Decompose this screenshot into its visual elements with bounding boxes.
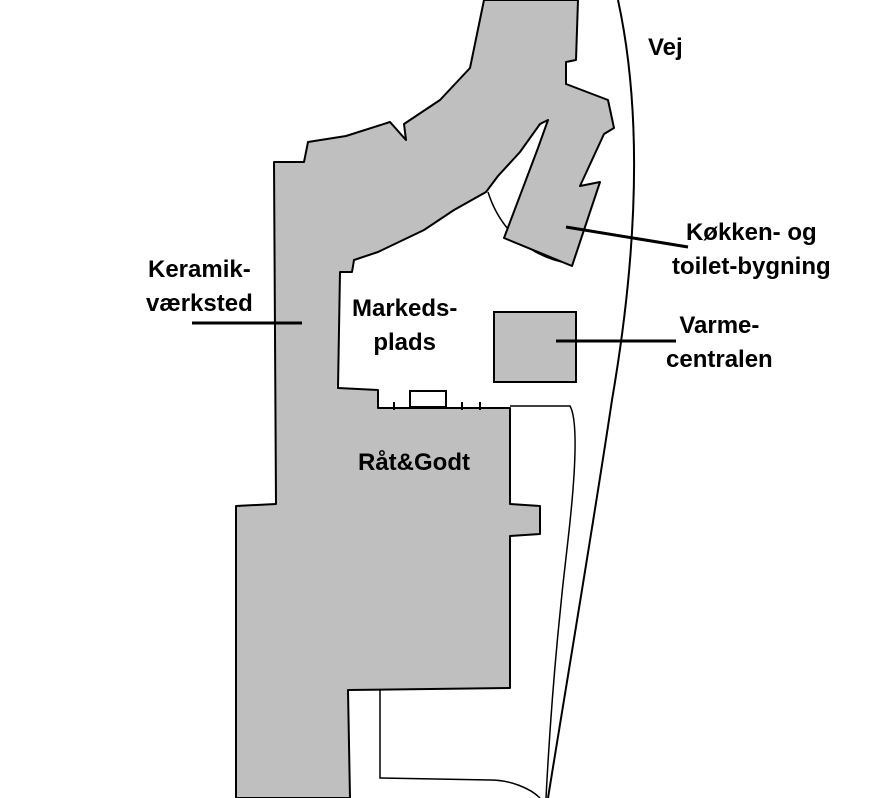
- main-building-shape: [235, 0, 615, 798]
- heating-label-line2: centralen: [666, 346, 773, 373]
- road-outline: [547, 0, 636, 798]
- kitchen-leader-line: [565, 225, 689, 249]
- entrance-bay: [409, 390, 447, 408]
- ceramics-label-line2: værksted: [146, 290, 253, 317]
- heating-label-line1: Varme-: [679, 312, 760, 339]
- road-label: Vej: [648, 31, 683, 65]
- road-label-text: Vej: [648, 34, 683, 61]
- kitchen-toilet-label-line2: toilet-bygning: [672, 253, 831, 280]
- heating-plant-label: Varme- centralen: [666, 309, 773, 377]
- kitchen-toilet-label: Køkken- og toilet-bygning: [672, 216, 831, 284]
- restaurant-label-text: Råt&Godt: [358, 449, 470, 476]
- market-label-line2: plads: [373, 329, 437, 356]
- lower-area-bottom-outline: [379, 688, 541, 798]
- ceramics-workshop-label: Keramik- værksted: [146, 253, 253, 321]
- heating-plant-building: [493, 311, 577, 383]
- market-square-label: Markeds- plads: [352, 292, 457, 360]
- kitchen-toilet-label-line1: Køkken- og: [685, 219, 817, 246]
- restaurant-label: Råt&Godt: [358, 446, 470, 480]
- ceramics-label-line1: Keramik-: [148, 256, 251, 283]
- market-label-line1: Markeds-: [352, 295, 458, 322]
- lower-area-outline: [510, 405, 576, 798]
